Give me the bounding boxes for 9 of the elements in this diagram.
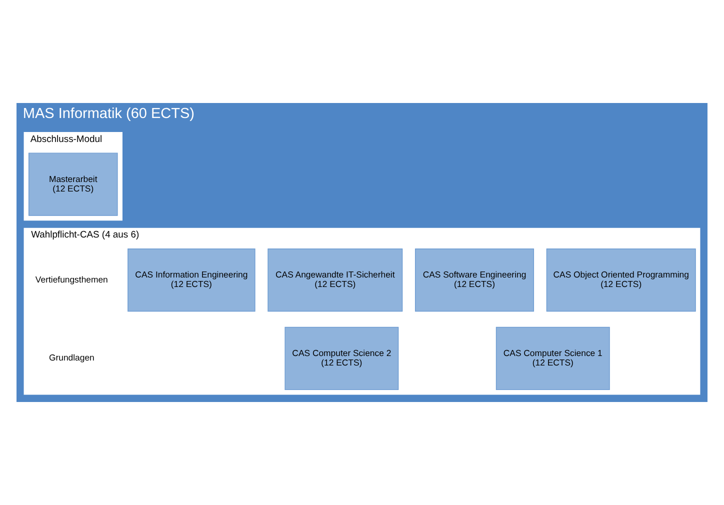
label: Grundlagen xyxy=(48,352,94,363)
node-box: CAS Information Engineering (12 ECTS) xyxy=(128,248,256,312)
node-box: Masterarbeit (12 ECTS) xyxy=(28,152,118,216)
node-box: CAS Object Oriented Programming (12 ECTS) xyxy=(546,248,696,312)
node-box: CAS Computer Science 2 (12 ECTS) xyxy=(284,326,399,390)
node-box: CAS Angewandte IT-Sicherheit (12 ECTS) xyxy=(268,248,403,312)
node-box: CAS Computer Science 1 (12 ECTS) xyxy=(496,326,610,390)
label: Vertiefungsthemen xyxy=(35,274,108,284)
node-box: CAS Software Engineering (12 ECTS) xyxy=(414,248,534,312)
